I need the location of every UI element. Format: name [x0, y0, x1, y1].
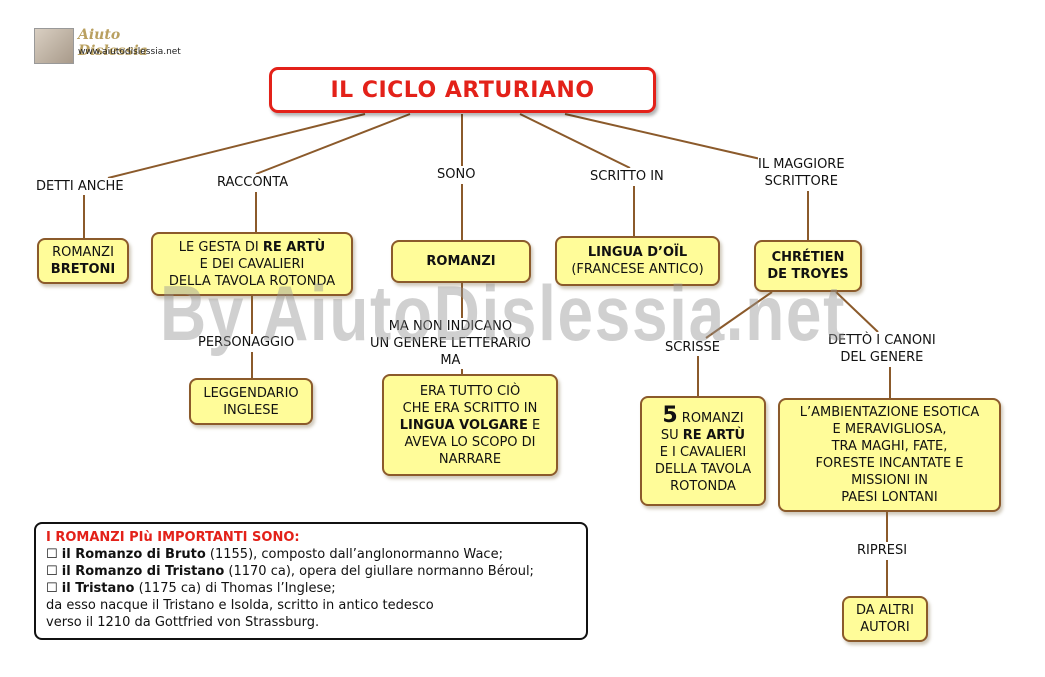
node-line: ERA TUTTO CIÒ	[419, 383, 521, 399]
site-logo[interactable]: Aiuto Dislessia www.aiutodislessia.net	[34, 25, 194, 65]
novel-item: ☐ il Romanzo di Tristano (1170 ca), oper…	[46, 563, 576, 580]
node-line: E DEI CAVALIERI	[199, 256, 305, 272]
label-detti-anche: DETTI ANCHE	[36, 178, 124, 195]
node-line: FORESTE INCANTATE E	[815, 456, 964, 471]
novel-title: il Romanzo di Bruto	[61, 547, 206, 562]
node-line: DELLA TAVOLA ROTONDA	[168, 273, 336, 289]
label-line: UN GENERE LETTERARIO	[370, 336, 531, 351]
logo-title: Aiuto Dislessia	[78, 27, 148, 59]
node-line-bold: LINGUA D’OÏL	[587, 245, 688, 260]
connector	[564, 113, 766, 161]
node-line: NARRARE	[438, 451, 502, 467]
node-era-tutto-cio: ERA TUTTO CIÒ CHE ERA SCRITTO IN LINGUA …	[382, 374, 558, 476]
label-ripresi: RIPRESI	[857, 542, 908, 559]
box-line: da esso nacque il Tristano e Isolda, scr…	[46, 598, 434, 613]
label-detto-i-canoni: DETTÒ I CANONI DEL GENERE	[828, 332, 936, 366]
label-il-maggiore-scrittore: IL MAGGIORE SCRITTORE	[758, 156, 845, 190]
node-line: L’AMBIENTAZIONE ESOTICA	[799, 405, 980, 420]
connector	[107, 113, 366, 179]
node-line-bold: BRETONI	[50, 262, 116, 277]
node-romanzi: ROMANZI	[391, 240, 531, 283]
box-line: verso il 1210 da Gottfried von Strassbur…	[46, 615, 320, 630]
node-line: TRA MAGHI, FATE,	[831, 439, 948, 454]
node-line: E I CAVALIERI	[659, 445, 747, 460]
novel-detail: (1175 ca) di Thomas l’Inglese;	[134, 581, 336, 596]
logo-url: www.aiutodislessia.net	[78, 47, 181, 57]
node-line: (FRANCESE ANTICO)	[571, 262, 704, 277]
important-novels-box: I ROMANZI PIù IMPORTANTI SONO: ☐ il Roma…	[34, 522, 588, 640]
node-line: E MERAVIGLIOSA,	[832, 422, 947, 437]
node-line: AUTORI	[860, 620, 910, 635]
novel-detail: (1170 ca), opera del giullare normanno B…	[224, 564, 534, 579]
node-line: ROTONDA	[670, 479, 736, 494]
node-lingua-doil: LINGUA D’OÏL (FRANCESE ANTICO)	[555, 236, 720, 286]
node-line: ROMANZI	[52, 245, 114, 260]
node-line: DA ALTRI	[856, 603, 914, 618]
node-text: SU	[660, 428, 683, 443]
novel-item: ☐ il Tristano (1175 ca) di Thomas l’Ingl…	[46, 580, 576, 597]
label-scrisse: SCRISSE	[665, 339, 720, 356]
connector	[705, 291, 773, 339]
node-da-altri-autori: DA ALTRI AUTORI	[842, 596, 928, 642]
node-text-bold: RE ARTÙ	[262, 239, 326, 255]
node-line: AVEVA LO SCOPO DI	[404, 434, 536, 450]
label-sono: SONO	[437, 166, 476, 183]
checkbox-icon: ☐	[46, 564, 62, 579]
node-chretien-de-troyes: CHRÉTIEN DE TROYES	[754, 240, 862, 292]
node-number: 5	[662, 403, 678, 428]
label-ma-non-indicano: MA NON INDICANO UN GENERE LETTERARIO MA	[370, 318, 531, 369]
node-text: LE GESTA DI	[178, 239, 263, 255]
node-5-romanzi: 5 ROMANZI SU RE ARTÙ E I CAVALIERI DELLA…	[640, 396, 766, 506]
node-line: DELLA TAVOLA	[654, 462, 752, 477]
node-line: PAESI LONTANI	[841, 490, 938, 505]
label-line: DEL GENERE	[840, 350, 924, 365]
node-text: ROMANZI	[677, 411, 744, 426]
node-line: CHRÉTIEN	[771, 250, 845, 265]
label-scritto-in: SCRITTO IN	[590, 168, 664, 185]
node-line: MISSIONI IN	[851, 473, 928, 488]
node-line: LEGGENDARIO	[203, 385, 299, 401]
label-racconta: RACCONTA	[217, 174, 289, 191]
node-gesta-re-artu: LE GESTA DI RE ARTÙ E DEI CAVALIERI DELL…	[151, 232, 353, 296]
node-ambientazione-esotica: L’AMBIENTAZIONE ESOTICA E MERAVIGLIOSA, …	[778, 398, 1001, 512]
checkbox-icon: ☐	[46, 581, 62, 596]
label-line: MA	[440, 353, 461, 368]
node-leggendario-inglese: LEGGENDARIO INGLESE	[189, 378, 313, 425]
novel-title: il Romanzo di Tristano	[61, 564, 225, 579]
label-line: SCRITTORE	[764, 174, 838, 189]
book-icon	[34, 28, 74, 64]
node-line: DE TROYES	[767, 267, 849, 282]
connector	[835, 291, 879, 333]
node-line: INGLESE	[223, 402, 279, 418]
node-text: E	[527, 417, 541, 433]
label-line: MA NON INDICANO	[388, 319, 513, 334]
novel-title: il Tristano	[61, 581, 135, 596]
label-line: DETTÒ I CANONI	[828, 333, 936, 348]
node-line: CHE ERA SCRITTO IN	[402, 400, 538, 416]
label-personaggio: PERSONAGGIO	[198, 334, 295, 351]
box-heading: I ROMANZI PIù IMPORTANTI SONO:	[46, 530, 300, 545]
node-text-bold: LINGUA VOLGARE	[399, 417, 528, 433]
novel-detail: (1155), composto dall’anglonormanno Wace…	[205, 547, 503, 562]
node-text-bold: RE ARTÙ	[682, 428, 746, 443]
connector	[255, 113, 411, 175]
novel-item: ☐ il Romanzo di Bruto (1155), composto d…	[46, 546, 576, 563]
label-line: IL MAGGIORE	[758, 157, 845, 172]
node-romanzi-bretoni: ROMANZI BRETONI	[37, 238, 129, 284]
connector	[519, 113, 631, 169]
checkbox-icon: ☐	[46, 547, 62, 562]
map-title: IL CICLO ARTURIANO	[269, 67, 656, 113]
